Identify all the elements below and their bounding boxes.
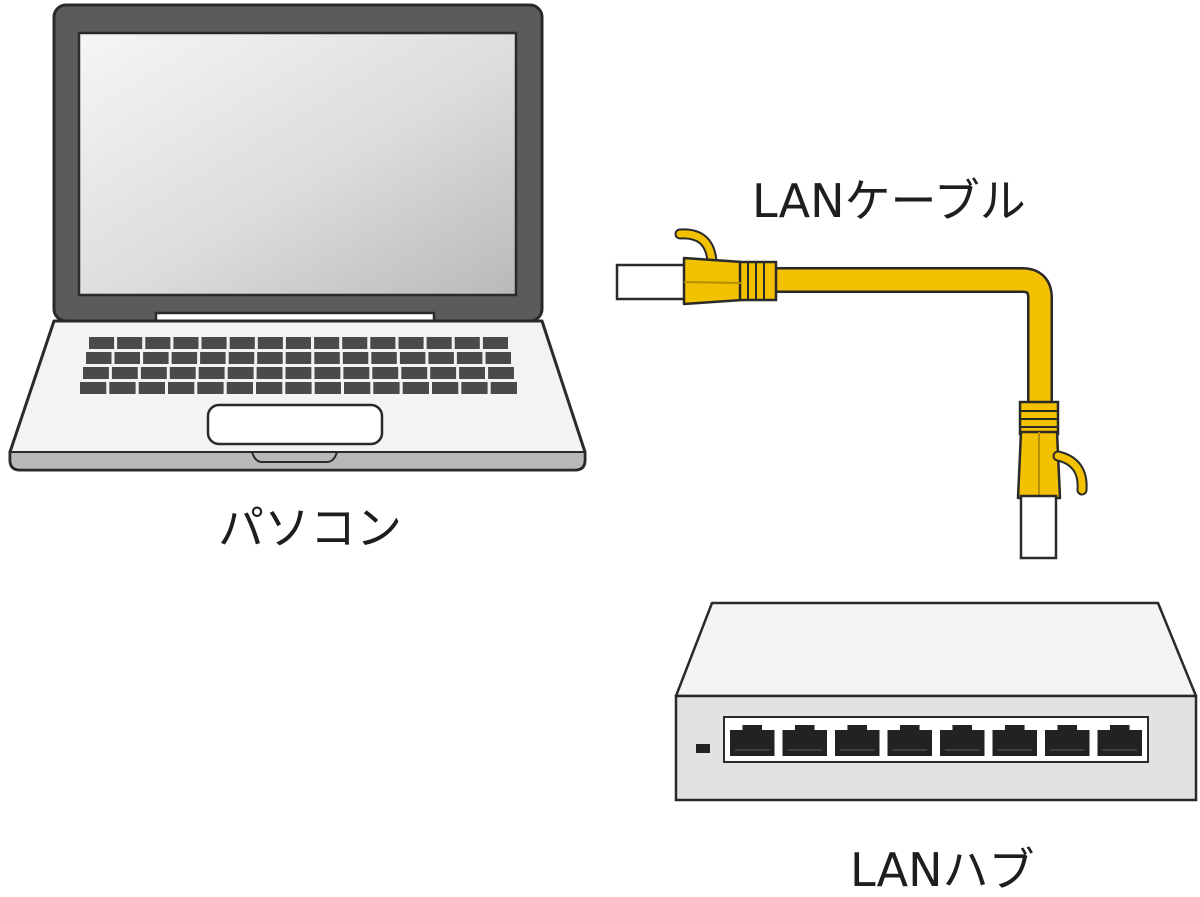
keyboard-key	[314, 337, 340, 349]
hub-ports	[730, 725, 1142, 756]
lan-hub-illustration	[674, 601, 1198, 802]
hub-port	[992, 725, 1037, 756]
keyboard-key	[488, 367, 514, 379]
keyboard-key	[80, 382, 107, 394]
keyboard-key	[285, 352, 312, 364]
keyboard-key	[430, 367, 457, 379]
keyboard-key	[370, 337, 396, 349]
keyboard-key	[256, 367, 283, 379]
keyboard-key	[456, 352, 483, 364]
keyboard-key	[343, 367, 370, 379]
keyboard-key	[371, 352, 397, 364]
keyboard-key	[117, 337, 143, 349]
keyboard-key	[86, 352, 112, 364]
keyboard-key	[145, 337, 171, 349]
hub-port	[887, 725, 932, 756]
keyboard-key	[342, 352, 369, 364]
lan-cable-label: LANケーブル	[752, 174, 1026, 228]
laptop-keyboard	[80, 337, 517, 394]
keyboard-key	[485, 352, 511, 364]
keyboard-key	[200, 352, 226, 364]
rj45-plug-left	[615, 263, 688, 301]
keyboard-key	[482, 337, 508, 349]
keyboard-key	[173, 337, 199, 349]
rj45-plug-bottom	[1019, 494, 1058, 560]
keyboard-key	[459, 367, 485, 379]
keyboard-key	[285, 367, 312, 379]
laptop-touchpad	[206, 403, 384, 446]
keyboard-key	[314, 352, 340, 364]
keyboard-key	[399, 352, 426, 364]
keyboard-key	[342, 337, 368, 349]
keyboard-key	[257, 352, 283, 364]
laptop-screen	[77, 31, 518, 297]
keyboard-key	[140, 367, 167, 379]
keyboard-key	[111, 367, 138, 379]
keyboard-key	[197, 382, 224, 394]
hub-port	[835, 725, 880, 756]
keyboard-key	[226, 382, 253, 394]
hub-port	[940, 725, 985, 756]
keyboard-key	[143, 352, 169, 364]
laptop-front-edge	[12, 452, 583, 468]
keyboard-key	[428, 352, 454, 364]
keyboard-key	[198, 367, 225, 379]
lan-cable-illustration	[615, 228, 1088, 560]
keyboard-key	[398, 337, 424, 349]
keyboard-key	[109, 382, 136, 394]
keyboard-key	[314, 367, 341, 379]
laptop-notch	[251, 451, 338, 463]
keyboard-key	[372, 367, 399, 379]
keyboard-key	[168, 382, 195, 394]
keyboard-key	[344, 382, 371, 394]
hub-top-face	[674, 601, 1198, 698]
keyboard-key	[432, 382, 459, 394]
hub-port	[730, 725, 775, 756]
keyboard-key	[169, 367, 196, 379]
keyboard-key	[83, 367, 109, 379]
keyboard-key	[426, 337, 452, 349]
keyboard-key	[402, 382, 429, 394]
hub-port	[1045, 725, 1090, 756]
boot-left	[682, 256, 744, 306]
boot-rings-left	[738, 260, 778, 302]
keyboard-key	[201, 337, 227, 349]
keyboard-key	[228, 352, 255, 364]
keyboard-key	[171, 352, 198, 364]
keyboard-key	[89, 337, 115, 349]
keyboard-key	[490, 382, 517, 394]
keyboard-key	[285, 337, 311, 349]
hub-port	[1097, 725, 1142, 756]
keyboard-key	[373, 382, 400, 394]
keyboard-key	[227, 367, 254, 379]
hub-port	[782, 725, 827, 756]
keyboard-key	[401, 367, 428, 379]
keyboard-key	[257, 337, 283, 349]
keyboard-key	[454, 337, 480, 349]
keyboard-key	[138, 382, 165, 394]
keyboard-key	[461, 382, 488, 394]
cable-wire	[775, 267, 1053, 408]
cable-connector-bottom	[1016, 400, 1088, 560]
keyboard-key	[229, 337, 255, 349]
keyboard-key	[314, 382, 341, 394]
lan-hub-label: LANハブ	[850, 843, 1035, 897]
keyboard-key	[114, 352, 140, 364]
keyboard-key	[256, 382, 283, 394]
hub-power-led	[696, 744, 710, 753]
keyboard-key	[285, 382, 312, 394]
pc-label: パソコン	[218, 501, 402, 555]
cable-connector-left	[615, 228, 778, 306]
laptop-illustration	[8, 3, 587, 472]
